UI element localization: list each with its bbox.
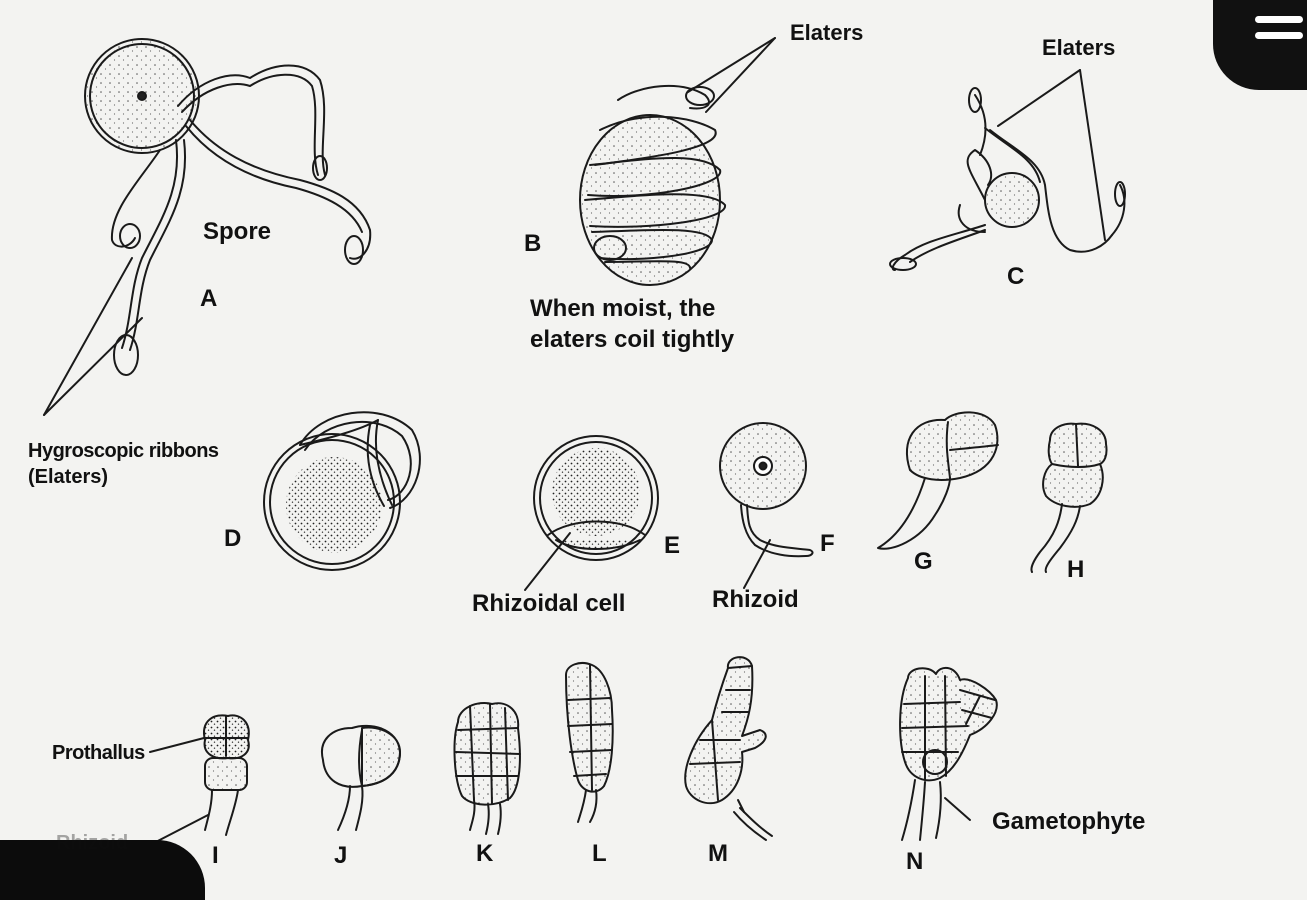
label-figure-a: A <box>200 285 217 313</box>
figure-k-stage <box>455 703 520 834</box>
figure-c-uncoiled-elaters <box>890 70 1125 270</box>
figure-n-gametophyte <box>900 668 997 840</box>
label-figure-h: H <box>1067 556 1084 584</box>
figure-i-prothallus-stage <box>150 715 249 845</box>
label-figure-d: D <box>224 525 241 553</box>
label-figure-j: J <box>334 842 347 870</box>
label-figure-m: M <box>708 840 728 868</box>
label-hygroscopic-ribbons: Hygroscopic ribbons <box>28 440 219 463</box>
label-rhizoid: Rhizoid <box>712 586 799 614</box>
figure-f-spore-with-rhizoid <box>720 423 813 588</box>
label-elaters-paren: (Elaters) <box>28 466 108 489</box>
label-figure-e: E <box>664 532 680 560</box>
figure-m-stage <box>685 657 772 840</box>
figure-d-germinating-spore <box>264 412 420 570</box>
label-moist-line2: elaters coil tightly <box>530 326 734 354</box>
label-prothallus: Prothallus <box>52 742 145 765</box>
label-figure-c: C <box>1007 263 1024 291</box>
figure-g-two-cell-stage <box>878 412 998 548</box>
label-figure-g: G <box>914 548 933 576</box>
figure-e-rhizoidal-cell-spore <box>525 436 658 590</box>
label-figure-n: N <box>906 848 923 876</box>
label-elaters-c: Elaters <box>1042 35 1115 60</box>
figure-h-multicell-stage <box>1031 424 1106 572</box>
hamburger-menu-button[interactable] <box>1213 0 1307 90</box>
label-figure-b: B <box>524 230 541 258</box>
diagram-canvas <box>0 0 1307 878</box>
label-figure-k: K <box>476 840 493 868</box>
label-figure-l: L <box>592 840 607 868</box>
label-rhizoid-partial: Rhizoid <box>56 832 128 855</box>
figure-b-coiled-elaters <box>580 38 775 285</box>
figure-j-stage <box>322 726 400 830</box>
label-figure-f: F <box>820 530 835 558</box>
label-moist-line1: When moist, the <box>530 295 715 323</box>
label-figure-i: I <box>212 842 219 870</box>
label-rhizoidal-cell: Rhizoidal cell <box>472 590 625 618</box>
label-spore: Spore <box>203 218 271 246</box>
label-elaters-b: Elaters <box>790 20 863 45</box>
spore-b <box>580 115 720 285</box>
label-gametophyte: Gametophyte <box>992 808 1145 836</box>
hamburger-menu-icon <box>1255 16 1303 23</box>
figure-l-stage <box>566 663 613 822</box>
spore-c <box>985 173 1039 227</box>
